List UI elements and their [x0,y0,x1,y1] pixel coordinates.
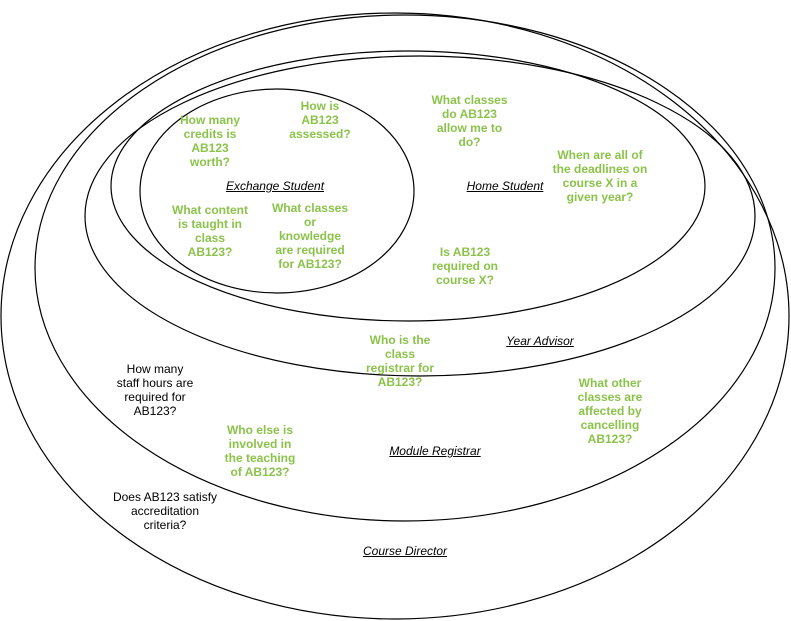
home-student-label: Home Student [466,179,544,193]
question-credits: How many credits is AB123 worth? [179,113,240,169]
year-advisor-label: Year Advisor [506,334,574,348]
course-director-label: Course Director [362,544,448,558]
home-student-ellipse [110,50,706,322]
question-content: What content is taught in class AB123? [172,203,248,259]
question-allow: What classes do AB123 allow me to do? [431,93,508,149]
course-director-ellipse [0,12,790,620]
question-assessed: How is AB123 assessed? [289,99,351,141]
question-accreditation: Does AB123 satisfy accreditation criteri… [112,490,218,532]
question-required: Is AB123 required on course X? [431,245,498,287]
question-staff-hours: How many staff hours are required for AB… [116,362,194,418]
question-prerequisites: What classes or knowledge are required f… [271,201,349,271]
module-registrar-ellipse [34,14,776,522]
exchange-student-ellipse [139,88,415,294]
exchange-student-label: Exchange Student [225,179,325,193]
question-registrar: Who is the class registrar for AB123? [365,333,435,389]
question-affected: What other classes are affected by cance… [577,376,643,446]
question-deadlines: When are all of the deadlines on course … [552,148,648,204]
year-advisor-ellipse [84,55,756,377]
module-registrar-label: Module Registrar [389,444,481,458]
question-teaching: Who else is involved in the teaching of … [224,423,296,479]
